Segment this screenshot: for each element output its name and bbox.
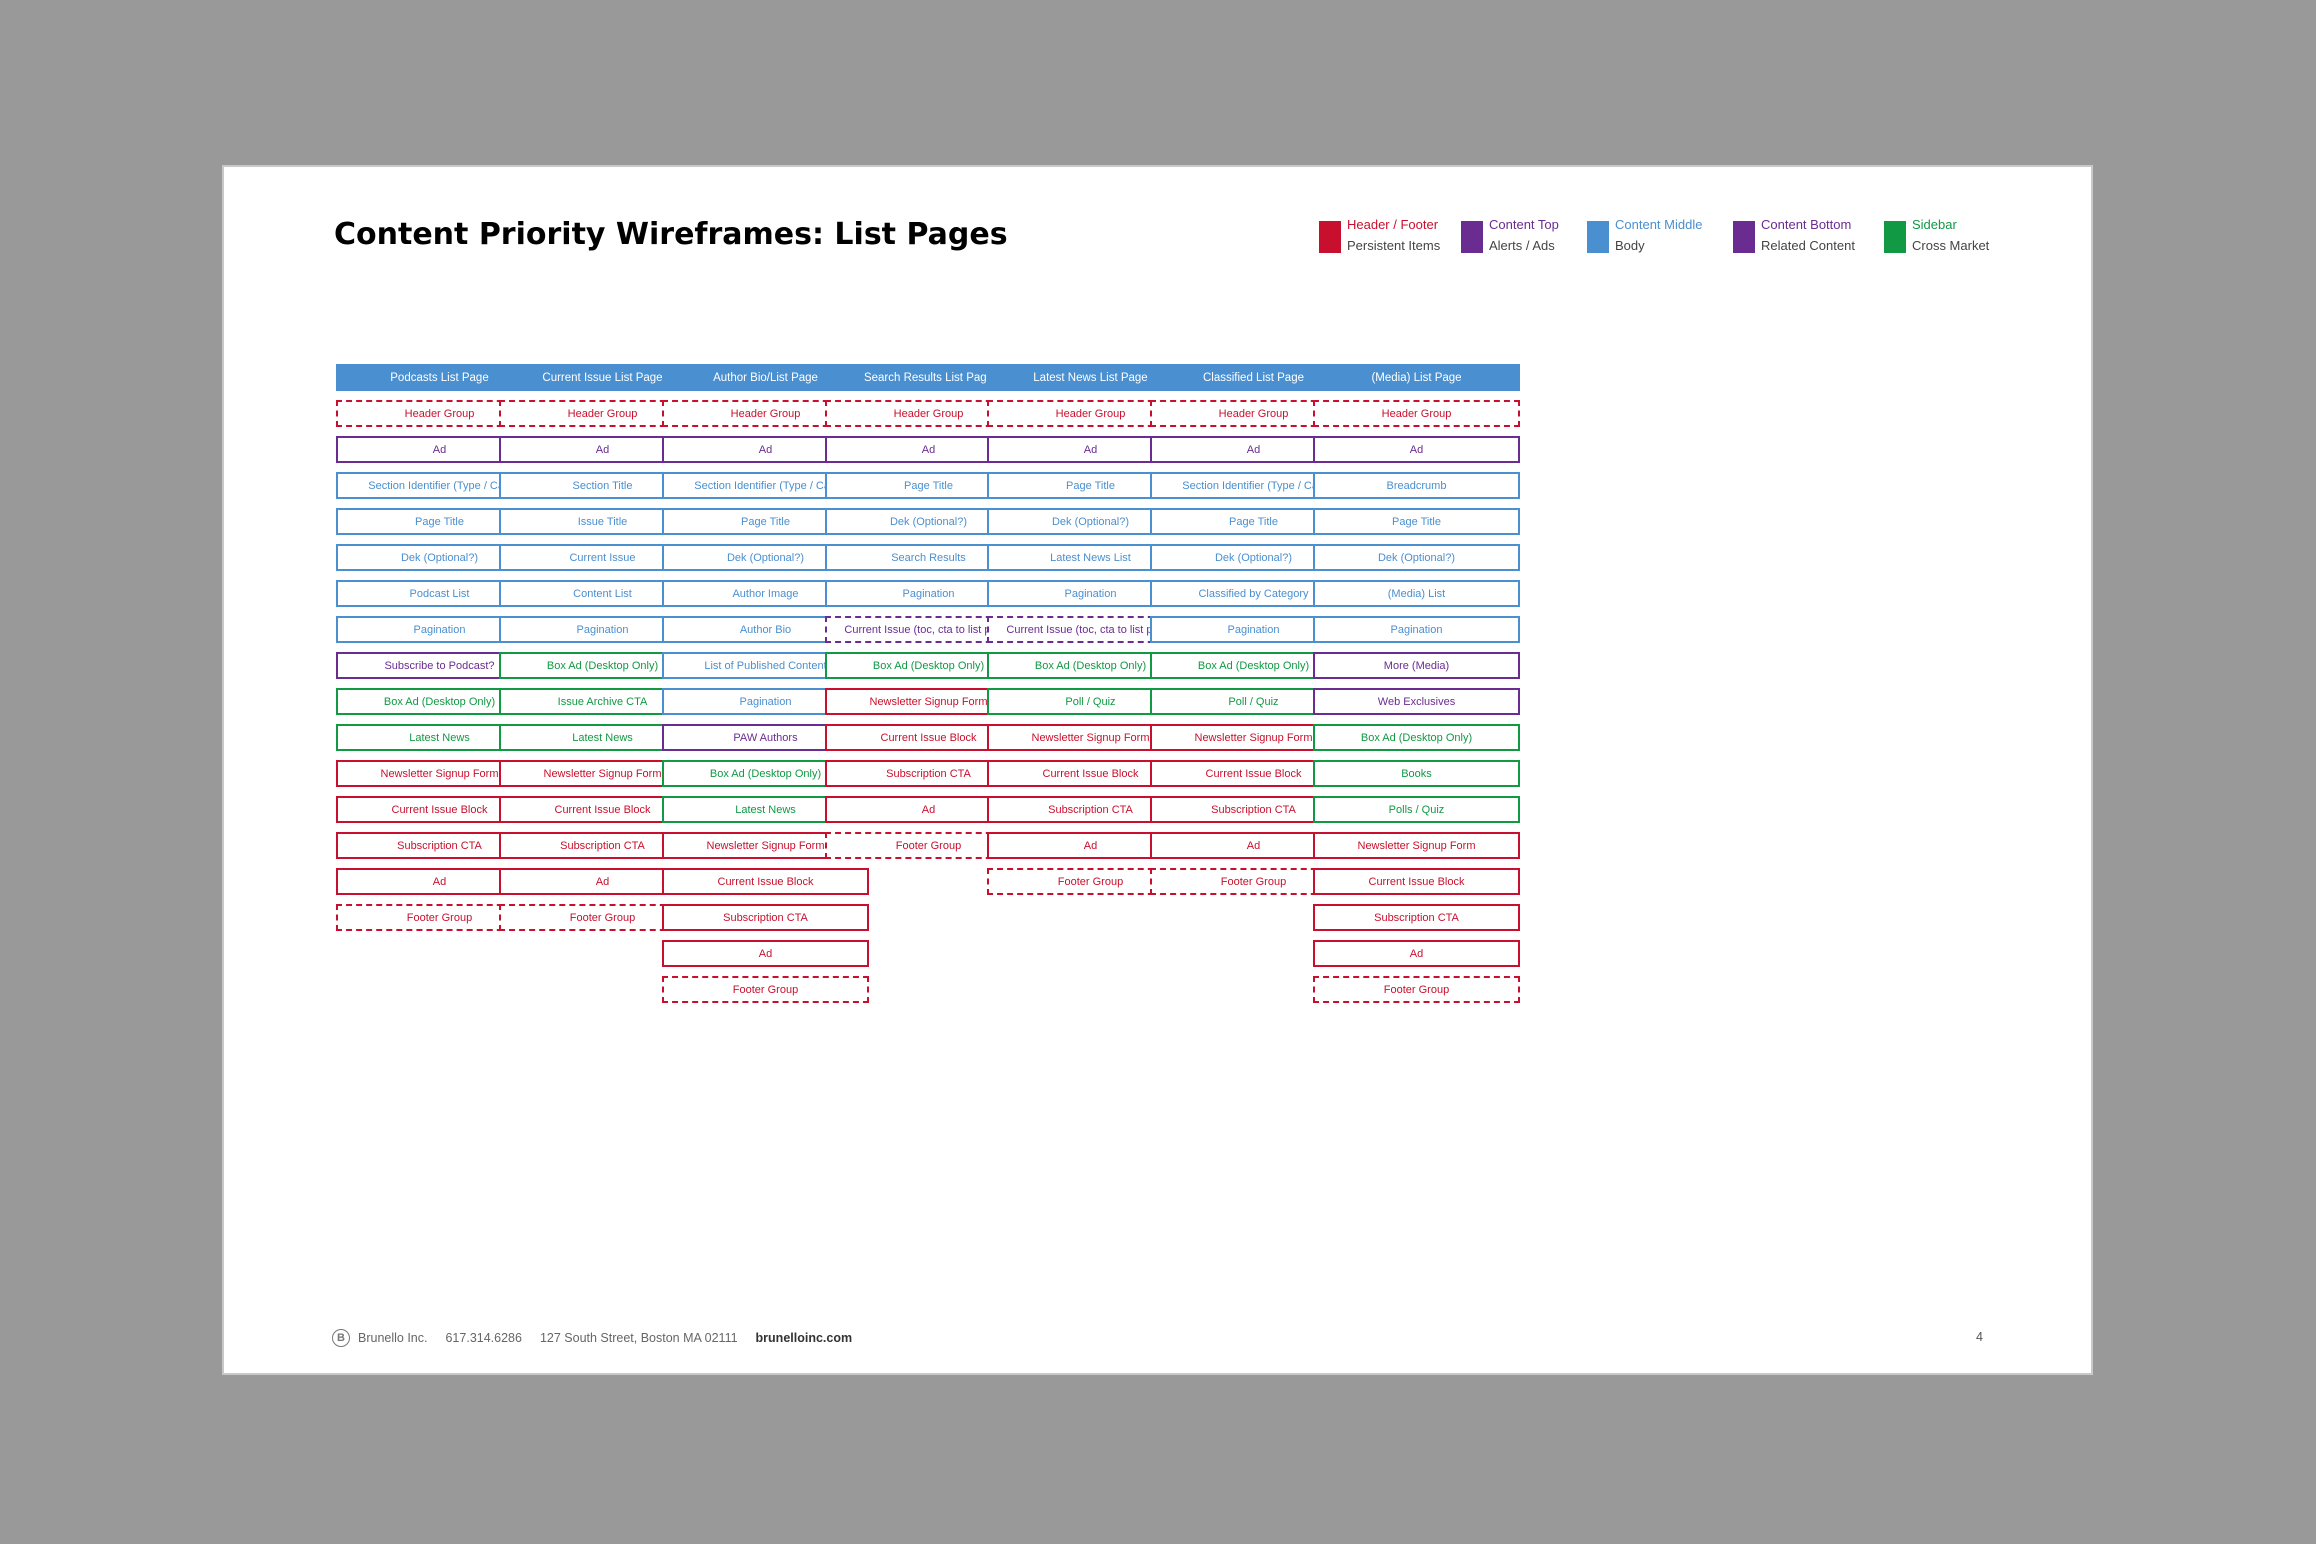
footer-website-link[interactable]: brunelloinc.com: [755, 1331, 853, 1345]
wireframe-block: Current Issue Block: [1313, 868, 1520, 895]
legend-category: Content Top: [1489, 217, 1559, 232]
brunello-logo-icon: B: [332, 1329, 350, 1347]
legend-swatch: [1733, 221, 1755, 253]
legend-description: Body: [1615, 238, 1645, 253]
wireframe-block: Current Issue Block: [662, 868, 869, 895]
wireframe-block: Ad: [1313, 940, 1520, 967]
wireframe-block: Footer Group: [662, 976, 869, 1003]
legend-category: Sidebar: [1912, 217, 1957, 232]
legend-swatch: [1884, 221, 1906, 253]
legend-swatch: [1461, 221, 1483, 253]
footer: B Brunello Inc. 617.314.6286 127 South S…: [332, 1329, 852, 1347]
wireframe-block: Header Group: [1313, 400, 1520, 427]
legend-swatch: [1587, 221, 1609, 253]
wireframe-block: Breadcrumb: [1313, 472, 1520, 499]
legend-description: Alerts / Ads: [1489, 238, 1555, 253]
wireframe-block: Page Title: [1313, 508, 1520, 535]
wireframe-block: Polls / Quiz: [1313, 796, 1520, 823]
wireframe-block: (Media) List: [1313, 580, 1520, 607]
wireframe-block: Newsletter Signup Form: [1313, 832, 1520, 859]
wireframe-block: Pagination: [1313, 616, 1520, 643]
slide-page: Content Priority Wireframes: List Pages …: [222, 165, 2093, 1375]
wireframe-block: Ad: [1313, 436, 1520, 463]
legend-category: Header / Footer: [1347, 217, 1439, 232]
wireframe-block: Ad: [662, 940, 869, 967]
footer-address: 127 South Street, Boston MA 02111: [539, 1331, 738, 1345]
legend-category: Content Middle: [1615, 217, 1703, 232]
footer-company: Brunello Inc.: [358, 1331, 428, 1345]
wireframe-block: Subscription CTA: [662, 904, 869, 931]
column-title: (Media) List Page: [1313, 364, 1520, 391]
wireframe-block: Books: [1313, 760, 1520, 787]
legend-swatch: [1319, 221, 1341, 253]
wireframe-block: Box Ad (Desktop Only): [1313, 724, 1520, 751]
legend-category: Content Bottom: [1761, 217, 1852, 232]
wireframe-block: Subscription CTA: [1313, 904, 1520, 931]
footer-phone: 617.314.6286: [445, 1331, 522, 1345]
legend-description: Cross Market: [1912, 238, 1990, 253]
wireframe-block: Dek (Optional?): [1313, 544, 1520, 571]
legend-description: Related Content: [1761, 238, 1855, 253]
wireframe-block: More (Media): [1313, 652, 1520, 679]
page-number: 4: [1976, 1330, 1983, 1344]
page-title: Content Priority Wireframes: List Pages: [334, 217, 1008, 252]
wireframe-block: Web Exclusives: [1313, 688, 1520, 715]
wireframe-block: List of Published Content: [662, 652, 869, 679]
legend-description: Persistent Items: [1347, 238, 1441, 253]
wireframe-block: Footer Group: [1313, 976, 1520, 1003]
